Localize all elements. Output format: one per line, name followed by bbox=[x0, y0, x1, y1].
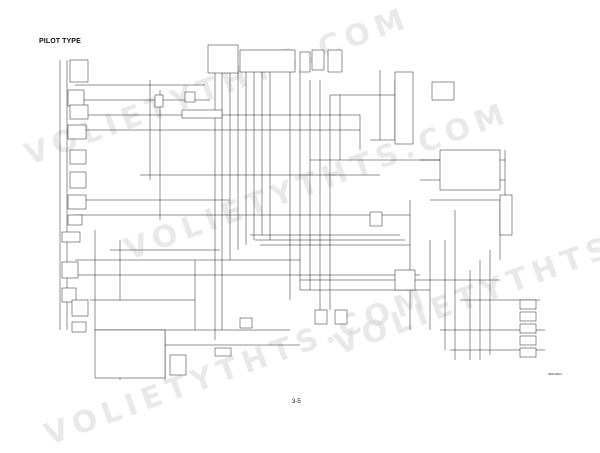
connector-bottom-left-a bbox=[169, 354, 187, 376]
connector-mid-a bbox=[154, 94, 164, 108]
connector-right-frame bbox=[439, 149, 501, 191]
connector-left-9 bbox=[61, 261, 79, 279]
connector-bottom-center bbox=[239, 317, 253, 329]
connector-top-fuse bbox=[239, 49, 296, 73]
connector-top-main bbox=[207, 44, 239, 74]
connector-top-a bbox=[299, 51, 311, 73]
connector-left-12 bbox=[71, 321, 87, 333]
connector-left-1 bbox=[67, 89, 85, 107]
connector-right-top bbox=[431, 81, 455, 101]
connector-bottom-left-frame bbox=[94, 329, 166, 379]
connector-bottom-right-4 bbox=[519, 347, 537, 358]
wire-harness bbox=[59, 60, 545, 380]
wiring-diagram-page: VOLIETYTHTS.COM VOLIETYTHTS.COM VOLIETYT… bbox=[20, 0, 600, 453]
connector-left-4 bbox=[69, 149, 87, 165]
connector-mid-c bbox=[369, 211, 383, 227]
connector-top-c bbox=[327, 49, 343, 73]
connector-left-7 bbox=[67, 214, 83, 226]
page-number: 3-5 bbox=[292, 399, 301, 405]
connector-right-b bbox=[499, 194, 513, 236]
connector-bottom-center-b bbox=[214, 347, 232, 357]
connector-bottom-a bbox=[314, 309, 328, 325]
figure-id: 380F3E04 bbox=[548, 372, 562, 376]
connector-left-2 bbox=[69, 104, 89, 120]
label-strip bbox=[181, 109, 223, 119]
wiring-schematic bbox=[59, 44, 545, 380]
connector-group bbox=[61, 44, 537, 379]
connector-left-10 bbox=[61, 287, 77, 303]
connector-bottom-b bbox=[334, 309, 348, 325]
connector-bottom-right-0 bbox=[519, 299, 537, 310]
connector-bottom-right-3 bbox=[519, 335, 537, 346]
connector-mid-b bbox=[184, 91, 196, 103]
connector-left-11 bbox=[71, 299, 89, 317]
connector-bottom-mid bbox=[394, 269, 416, 291]
connector-left-6 bbox=[67, 194, 87, 210]
connector-top-b bbox=[311, 49, 325, 71]
connector-left-0 bbox=[69, 59, 89, 83]
connector-left-5 bbox=[69, 171, 87, 189]
connector-right-stack bbox=[394, 71, 414, 145]
diagram-title: PILOT TYPE bbox=[39, 38, 81, 45]
connector-left-8 bbox=[61, 231, 81, 243]
connector-bottom-right-2 bbox=[519, 323, 537, 334]
connector-left-3 bbox=[67, 124, 87, 140]
connector-bottom-right-1 bbox=[519, 311, 537, 322]
